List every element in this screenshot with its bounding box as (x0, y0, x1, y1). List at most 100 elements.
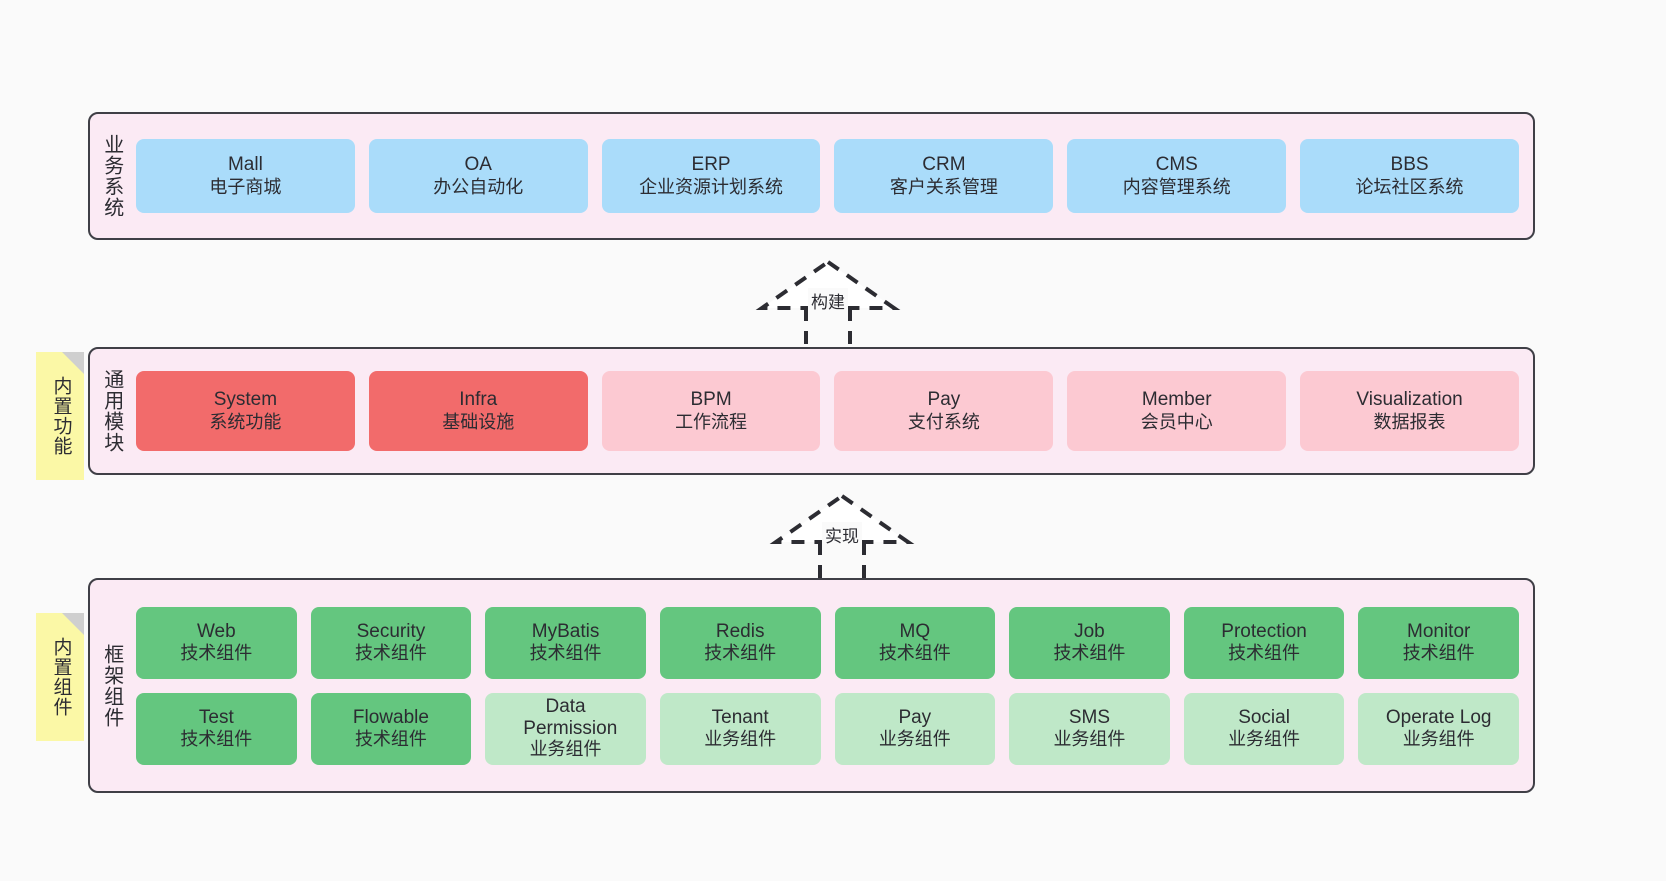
layer-body-framework-components: Web 技术组件 Security 技术组件 MyBatis 技术组件 Redi… (132, 580, 1533, 791)
card-test-desc: 技术组件 (180, 729, 253, 750)
connector-implement-label: 实现 (822, 522, 862, 547)
card-security-desc: 技术组件 (354, 643, 427, 664)
card-social[interactable]: Social 业务组件 (1183, 692, 1345, 765)
layer-title-business-systems: 业务系统 (100, 134, 123, 218)
card-web[interactable]: Web 技术组件 (136, 606, 297, 679)
layer-business-systems: 业务系统 Mall 电子商城 OA 办公自动化 ERP 企业资源计划系统 CRM (88, 112, 1535, 240)
connector-build: 构建 (755, 258, 901, 352)
card-oa-desc: 办公自动化 (433, 176, 524, 197)
card-pay-component[interactable]: Pay 业务组件 (834, 692, 996, 765)
card-social-name: Social (1238, 706, 1290, 728)
card-data-permission-desc: 业务组件 (529, 738, 602, 759)
card-protection[interactable]: Protection 技术组件 (1183, 606, 1345, 679)
card-operate-log-name: Operate Log (1385, 706, 1492, 728)
layer-body-common-modules: System 系统功能 Infra 基础设施 BPM 工作流程 Pay 支付系统… (132, 349, 1533, 473)
card-mq-name: MQ (899, 620, 931, 642)
card-bbs[interactable]: BBS 论坛社区系统 (1300, 139, 1519, 213)
card-sms[interactable]: SMS 业务组件 (1009, 692, 1170, 765)
card-oa-name: OA (464, 154, 492, 176)
connector-build-label: 构建 (808, 288, 848, 313)
card-security[interactable]: Security 技术组件 (310, 606, 472, 679)
layer-body-business-systems: Mall 电子商城 OA 办公自动化 ERP 企业资源计划系统 CRM 客户关系… (132, 114, 1533, 238)
layer-title-common-modules: 通用模块 (100, 369, 123, 453)
business-card-row: Mall 电子商城 OA 办公自动化 ERP 企业资源计划系统 CRM 客户关系… (136, 139, 1519, 213)
component-row-business: Test 技术组件 Flowable 技术组件 Data Permission … (136, 692, 1519, 765)
card-operate-log[interactable]: Operate Log 业务组件 (1358, 692, 1519, 765)
card-mall[interactable]: Mall 电子商城 (136, 139, 355, 213)
card-mall-desc: 电子商城 (209, 176, 282, 197)
card-infra-desc: 基础设施 (442, 411, 515, 432)
card-member-name: Member (1141, 389, 1212, 411)
card-bpm-name: BPM (690, 389, 732, 411)
card-pay-module-desc: 支付系统 (907, 411, 980, 432)
card-monitor-desc: 技术组件 (1402, 643, 1475, 664)
card-visualization-name: Visualization (1356, 389, 1463, 411)
card-job-desc: 技术组件 (1053, 643, 1126, 664)
card-infra[interactable]: Infra 基础设施 (368, 371, 588, 451)
card-protection-name: Protection (1221, 620, 1307, 642)
card-system-desc: 系统功能 (209, 411, 282, 432)
card-oa[interactable]: OA 办公自动化 (368, 139, 588, 213)
sticky-fold-corner-icon (62, 613, 84, 635)
card-test-name: Test (198, 706, 234, 728)
card-redis-name: Redis (715, 620, 765, 642)
card-mq-desc: 技术组件 (878, 643, 951, 664)
card-test[interactable]: Test 技术组件 (136, 692, 297, 765)
card-erp-name: ERP (691, 154, 731, 176)
card-redis[interactable]: Redis 技术组件 (659, 606, 821, 679)
card-crm-name: CRM (922, 154, 966, 176)
layer-title-framework-components: 框架组件 (100, 643, 123, 728)
card-member-desc: 会员中心 (1140, 411, 1213, 432)
card-web-name: Web (196, 620, 236, 642)
build-shaft (804, 308, 852, 352)
card-mybatis[interactable]: MyBatis 技术组件 (485, 606, 646, 679)
card-mq[interactable]: MQ 技术组件 (834, 606, 996, 679)
card-bpm[interactable]: BPM 工作流程 (601, 371, 821, 451)
card-infra-name: Infra (459, 389, 498, 411)
component-row-technical: Web 技术组件 Security 技术组件 MyBatis 技术组件 Redi… (136, 606, 1519, 679)
card-pay-component-name: Pay (898, 706, 932, 728)
card-cms[interactable]: CMS 内容管理系统 (1067, 139, 1287, 213)
card-mybatis-name: MyBatis (531, 620, 600, 642)
card-member[interactable]: Member 会员中心 (1067, 371, 1287, 451)
card-pay-module-name: Pay (927, 389, 961, 411)
card-job[interactable]: Job 技术组件 (1009, 606, 1170, 679)
card-security-name: Security (356, 620, 426, 642)
card-protection-desc: 技术组件 (1228, 643, 1301, 664)
card-bpm-desc: 工作流程 (675, 411, 748, 432)
card-erp[interactable]: ERP 企业资源计划系统 (601, 139, 821, 213)
card-sms-desc: 业务组件 (1053, 729, 1126, 750)
sticky-note-builtin-components: 内置组件 (36, 613, 84, 741)
card-social-desc: 业务组件 (1228, 729, 1301, 750)
card-visualization[interactable]: Visualization 数据报表 (1300, 371, 1519, 451)
card-operate-log-desc: 业务组件 (1402, 729, 1475, 750)
card-data-permission[interactable]: Data Permission 业务组件 (485, 692, 646, 765)
card-crm[interactable]: CRM 客户关系管理 (834, 139, 1054, 213)
sticky-fold-corner-icon (62, 352, 84, 374)
card-tenant[interactable]: Tenant 业务组件 (659, 692, 821, 765)
card-web-desc: 技术组件 (180, 643, 253, 664)
implement-arrowhead (769, 493, 915, 544)
card-cms-desc: 内容管理系统 (1122, 176, 1231, 197)
card-flowable-desc: 技术组件 (354, 729, 427, 750)
card-pay-component-desc: 业务组件 (878, 729, 951, 750)
card-monitor[interactable]: Monitor 技术组件 (1358, 606, 1519, 679)
card-job-name: Job (1074, 620, 1105, 642)
card-pay-module[interactable]: Pay 支付系统 (834, 371, 1054, 451)
card-mall-name: Mall (227, 154, 263, 176)
card-tenant-desc: 业务组件 (704, 729, 777, 750)
card-flowable[interactable]: Flowable 技术组件 (310, 692, 472, 765)
card-flowable-name: Flowable (352, 706, 429, 728)
sticky-note-builtin-features: 内置功能 (36, 352, 84, 480)
layer-framework-components: 框架组件 Web 技术组件 Security 技术组件 MyBatis 技术组件… (88, 578, 1535, 793)
card-sms-name: SMS (1068, 706, 1111, 728)
card-data-permission-name: Data Permission (523, 696, 618, 739)
card-monitor-name: Monitor (1407, 620, 1471, 642)
card-visualization-desc: 数据报表 (1373, 411, 1446, 432)
card-redis-desc: 技术组件 (704, 643, 777, 664)
card-system[interactable]: System 系统功能 (136, 371, 355, 451)
card-cms-name: CMS (1155, 154, 1198, 176)
build-arrowhead (755, 259, 901, 310)
connector-implement: 实现 (769, 492, 915, 586)
